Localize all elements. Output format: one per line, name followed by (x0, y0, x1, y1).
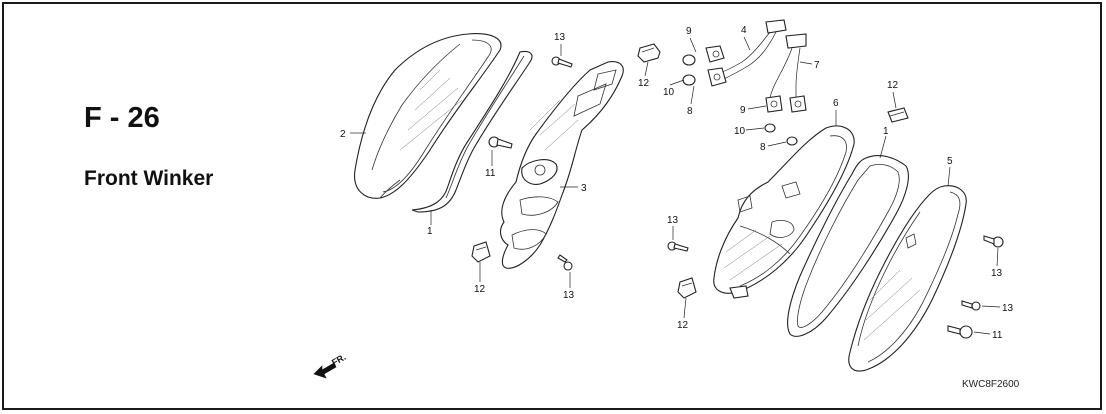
front-direction-indicator: FR. (313, 352, 348, 379)
callout-13-right-upper: 13 (991, 268, 1003, 279)
front-arrow-icon (313, 362, 337, 379)
section-code: F - 26 (84, 102, 160, 134)
part-6-right-housing (713, 125, 855, 299)
callout-12-bottom-left: 12 (474, 284, 486, 295)
callout-4-harness: 4 (741, 25, 747, 36)
front-direction-label: FR. (330, 352, 348, 368)
part-9-socket-right (765, 95, 807, 113)
callout-13-mid-left: 13 (667, 215, 679, 226)
callout-9-socket-left: 9 (686, 26, 692, 37)
callout-12-top-left: 12 (638, 78, 650, 89)
part-1-right-gasket (787, 155, 909, 337)
part-7-harness-right (769, 33, 807, 101)
callout-8-right: 8 (760, 142, 766, 153)
leader-lines (350, 36, 1001, 335)
callout-13-lower-left: 13 (563, 290, 575, 301)
callout-11-right: 11 (992, 330, 1003, 341)
part-13-screw-right-lower (961, 300, 981, 311)
callout-11-left: 11 (485, 168, 496, 179)
drawing-code: KWC8F2600 (962, 379, 1020, 390)
callout-labels: 2 1 13 11 3 12 13 12 10 9 8 4 7 9 10 8 6… (340, 25, 1014, 341)
callout-10-bulb-left: 10 (663, 87, 675, 98)
part-11-screw-right (947, 325, 973, 339)
callout-3-left-housing: 3 (581, 183, 587, 194)
part-12-clip-bottom-right (677, 277, 697, 299)
part-13-screw-right-upper (983, 235, 1004, 248)
part-1-left-gasket (411, 50, 533, 213)
part-10-bulb-left (682, 54, 696, 86)
part-12-clip-bottom-left (471, 241, 491, 263)
part-13-screw-mid-left (667, 241, 689, 252)
section-title: Front Winker (84, 167, 214, 190)
part-9-socket-left (705, 45, 727, 87)
callout-1-left-gasket: 1 (427, 226, 433, 237)
part-5-right-lens (848, 185, 967, 372)
callout-6-right-housing: 6 (833, 98, 839, 109)
callout-13-right-lower: 13 (1002, 303, 1014, 314)
callout-9-socket-right: 9 (740, 105, 746, 116)
callout-10-bulb-right: 10 (734, 126, 746, 137)
callout-8-left: 8 (687, 106, 693, 117)
part-12-clip-top-left (637, 43, 661, 63)
part-11-screw-left (488, 136, 513, 149)
part-2-left-lens (354, 33, 502, 199)
callout-1-right-gasket: 1 (883, 126, 889, 137)
callout-5-right-lens: 5 (947, 156, 953, 167)
part-13-screw-lower-left (557, 254, 573, 271)
callout-2-left-lens: 2 (340, 129, 346, 140)
part-12-clip-top-right (887, 107, 909, 123)
callout-12-top-right: 12 (887, 80, 899, 91)
part-8-bulb-holder-right (786, 136, 798, 146)
part-10-bulb-right (764, 123, 776, 133)
callout-12-bottom-right: 12 (677, 320, 689, 331)
part-13-screw-upper-left (551, 56, 573, 68)
callout-7-harness: 7 (814, 60, 820, 71)
part-4-harness-left (721, 19, 787, 81)
part-3-left-housing (499, 61, 624, 269)
callout-13-upper-left: 13 (554, 32, 566, 43)
